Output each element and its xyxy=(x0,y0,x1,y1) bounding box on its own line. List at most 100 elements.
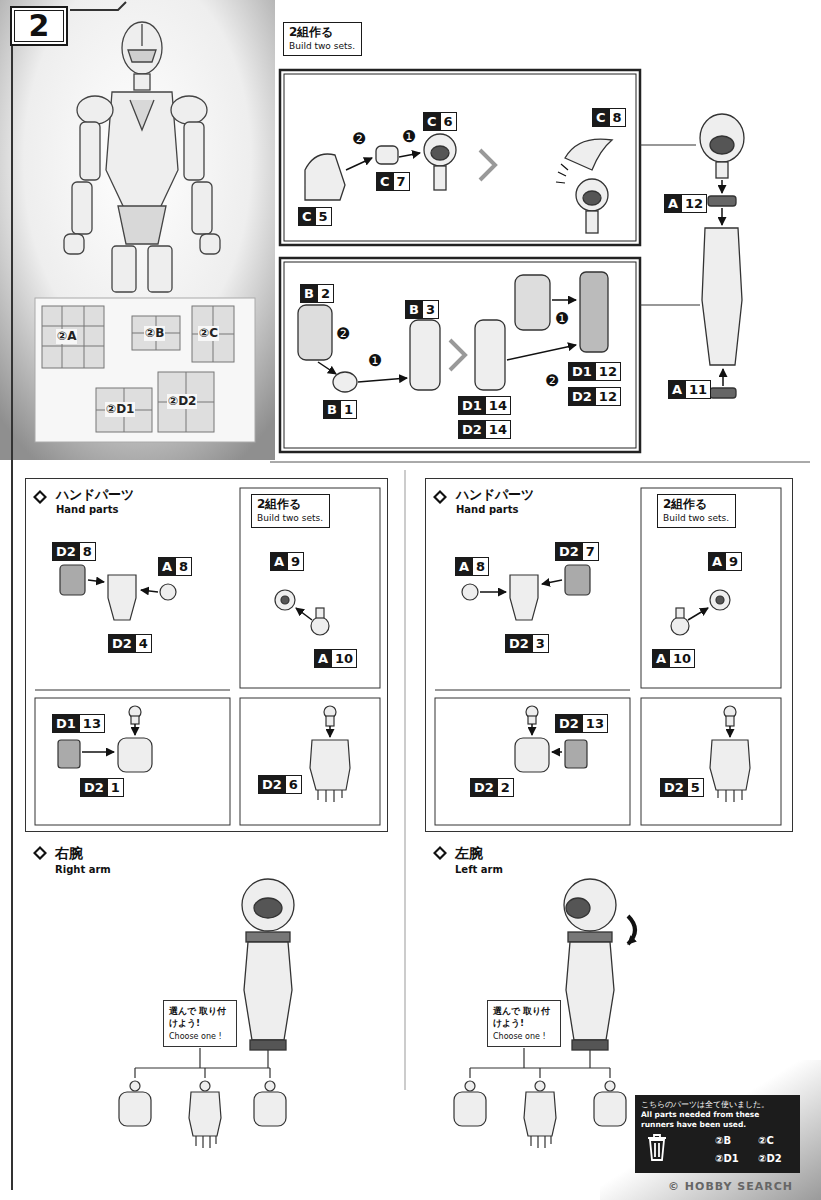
part-number: 10 xyxy=(669,649,695,668)
part-letter: B xyxy=(323,400,341,419)
node-text: 2組作る xyxy=(663,497,729,512)
node-text: ハンドパーツ xyxy=(56,487,387,503)
part-number: 13 xyxy=(582,714,608,733)
part-letter: D1 xyxy=(52,714,80,733)
section-heading-en: Right arm xyxy=(55,863,111,876)
part-letter: C xyxy=(376,172,394,191)
part-number: 12 xyxy=(595,387,621,406)
part-letter: A xyxy=(664,194,682,213)
watermark: © HOBBY SEARCH xyxy=(668,1180,793,1194)
node-text: Choose one ! xyxy=(169,1031,231,1042)
runner-label: ②D1 xyxy=(715,1152,739,1165)
part-number: 14 xyxy=(485,420,511,439)
part-letter: C xyxy=(592,108,610,127)
part-letter: D2 xyxy=(555,542,583,561)
part-letter: D2 xyxy=(505,634,533,653)
step-mark: ❶ xyxy=(402,128,416,146)
node-text: Hand parts xyxy=(456,503,792,516)
part-number: 5 xyxy=(687,778,704,797)
part-number: 4 xyxy=(135,634,152,653)
node-text: Choose one ! xyxy=(493,1031,555,1042)
runner-label: ②D1 xyxy=(105,402,135,417)
node-text: 2 xyxy=(29,10,50,42)
node-text: 2組作る xyxy=(257,497,323,512)
runner-label: ②D2 xyxy=(167,394,197,409)
part-number: 6 xyxy=(285,775,302,794)
part-letter: D2 xyxy=(555,714,583,733)
choose-box: 選んで 取り付けよう! Choose one ! xyxy=(163,1000,237,1047)
part-number: 8 xyxy=(472,557,489,576)
part-number: 8 xyxy=(609,108,626,127)
part-number: 9 xyxy=(725,552,742,571)
part-letter: D2 xyxy=(52,542,80,561)
part-number: 1 xyxy=(340,400,357,419)
choose-box: 選んで 取り付けよう! Choose one ! xyxy=(487,1000,561,1047)
note-box: 2組作るBuild two sets. xyxy=(251,494,330,528)
node-text: 選んで 取り付けよう! xyxy=(493,1005,555,1029)
part-number: 10 xyxy=(331,649,357,668)
node-text: ハンドパーツ xyxy=(456,487,792,503)
note-box: 2組作るBuild two sets. xyxy=(657,494,736,528)
part-letter: D1 xyxy=(568,362,596,381)
part-number: 2 xyxy=(317,284,334,303)
part-letter: D2 xyxy=(108,634,136,653)
part-letter: D2 xyxy=(80,778,108,797)
runner-label: ②C xyxy=(198,326,219,341)
node-text: Build two sets. xyxy=(289,40,355,52)
part-number: 13 xyxy=(79,714,105,733)
part-letter: A xyxy=(652,649,670,668)
part-number: 2 xyxy=(497,778,514,797)
part-letter: A xyxy=(455,557,473,576)
part-letter: D2 xyxy=(660,778,688,797)
part-number: 1 xyxy=(107,778,124,797)
part-number: 7 xyxy=(582,542,599,561)
step-mark: ❶ xyxy=(368,352,382,370)
part-number: 12 xyxy=(595,362,621,381)
part-number: 3 xyxy=(532,634,549,653)
node-text: Build two sets. xyxy=(257,512,323,524)
part-number: 6 xyxy=(440,112,457,131)
part-letter: D2 xyxy=(470,778,498,797)
node-text: 2組作る xyxy=(289,25,355,40)
step-mark: ❶ xyxy=(555,310,569,328)
part-number: 7 xyxy=(393,172,410,191)
trash-icon xyxy=(645,1132,669,1162)
node-text: Hand parts xyxy=(56,503,387,516)
part-number: 8 xyxy=(79,542,96,561)
note-box: 2組作るBuild two sets. xyxy=(283,22,362,56)
part-letter: D2 xyxy=(258,775,286,794)
part-letter: A xyxy=(708,552,726,571)
runner-label: ②B xyxy=(144,326,165,341)
part-number: 11 xyxy=(685,380,711,399)
part-letter: B xyxy=(405,300,423,319)
part-letter: C xyxy=(298,207,316,226)
section-heading-en: Left arm xyxy=(455,863,503,876)
part-number: 12 xyxy=(681,194,707,213)
part-letter: A xyxy=(158,557,176,576)
node-text: All parts needed from these runners have… xyxy=(641,1110,794,1130)
part-letter: D1 xyxy=(458,396,486,415)
step-mark: ❷ xyxy=(336,325,350,343)
part-letter: D2 xyxy=(568,387,596,406)
runner-label: ②C xyxy=(758,1134,774,1147)
step-mark: ❷ xyxy=(545,372,559,390)
part-number: 5 xyxy=(315,207,332,226)
runner-label: ②A xyxy=(56,329,77,344)
node-text: 選んで 取り付けよう! xyxy=(169,1005,231,1029)
part-letter: B xyxy=(300,284,318,303)
part-number: 3 xyxy=(422,300,439,319)
part-number: 9 xyxy=(287,552,304,571)
step-mark: ❷ xyxy=(352,130,366,148)
part-letter: A xyxy=(270,552,288,571)
part-number: 8 xyxy=(175,557,192,576)
part-number: 14 xyxy=(485,396,511,415)
part-letter: A xyxy=(668,380,686,399)
node-text: Build two sets. xyxy=(663,512,729,524)
part-letter: A xyxy=(314,649,332,668)
part-letter: D2 xyxy=(458,420,486,439)
node-text: こちらのパーツは全て使いました。 xyxy=(641,1099,794,1110)
step-number-box: 2 xyxy=(10,6,68,46)
section-heading: 左腕 xyxy=(455,845,483,862)
section-heading: 右腕 xyxy=(55,845,83,862)
